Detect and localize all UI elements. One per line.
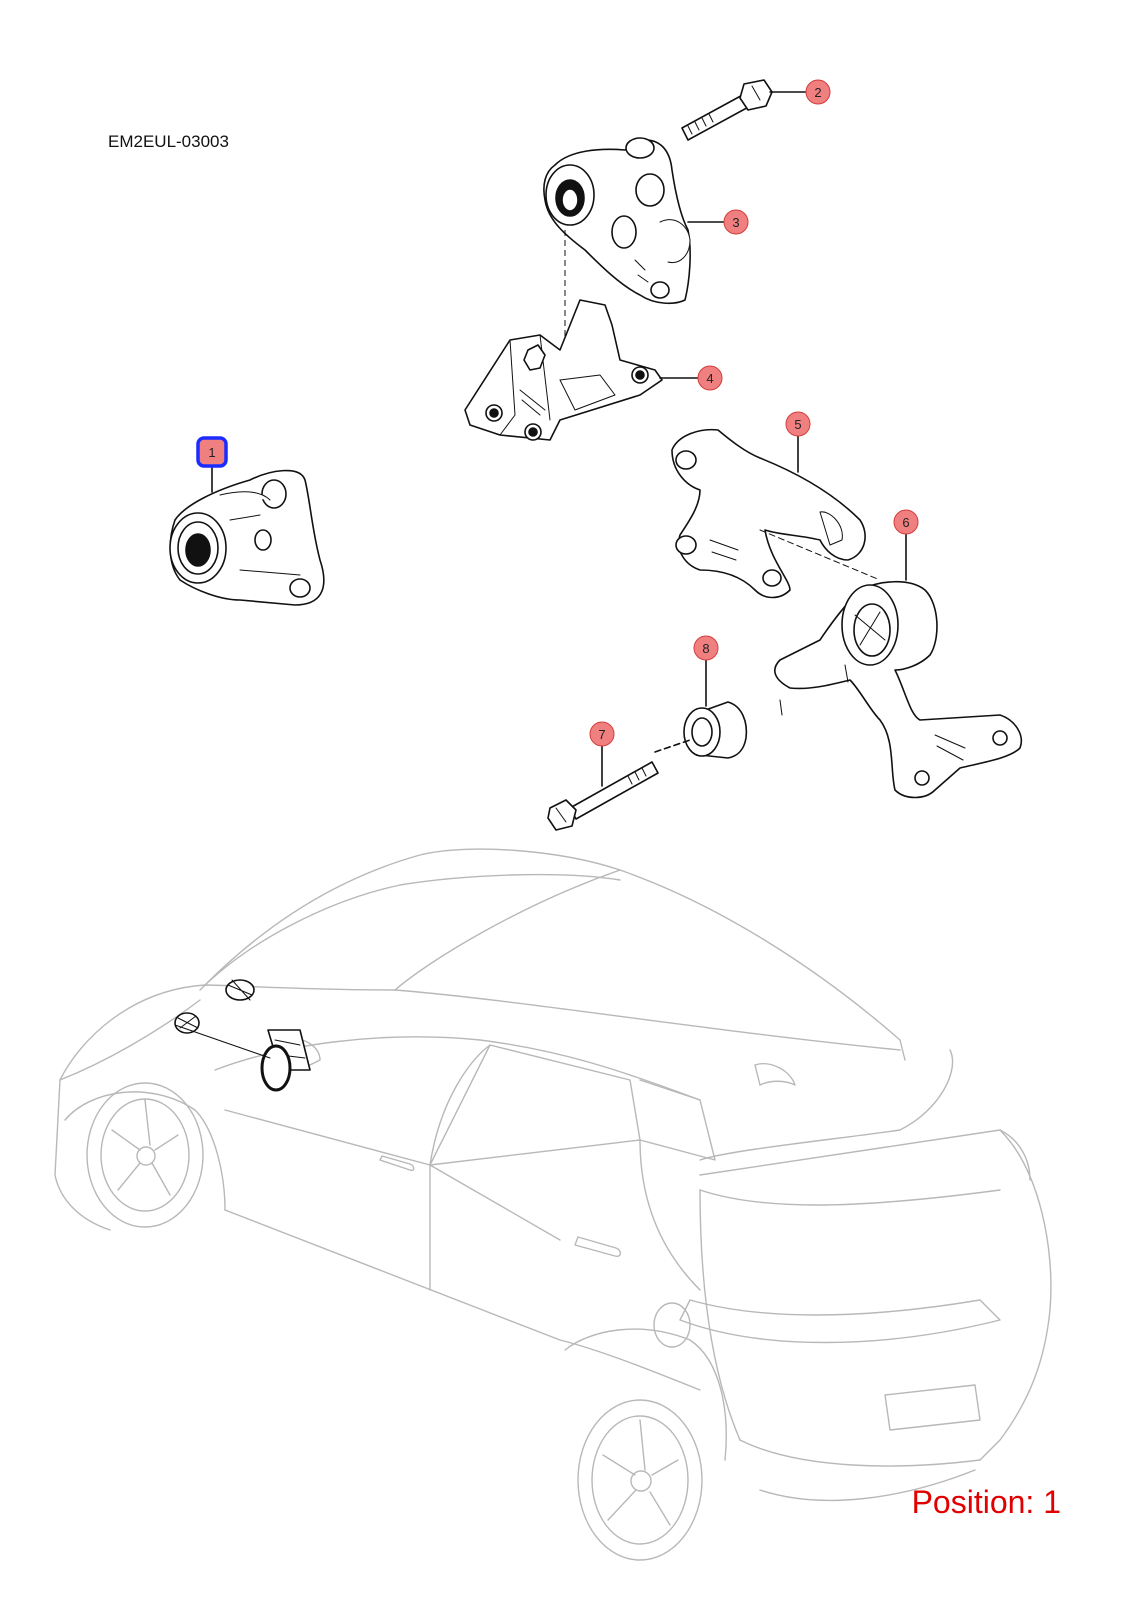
part-6-transmission-mount[interactable]	[774, 533, 1022, 799]
callout-2[interactable]: 2	[805, 79, 831, 105]
callout-number: 8	[702, 641, 709, 656]
part-1-engine-mount[interactable]	[169, 457, 325, 606]
callout-6[interactable]: 6	[893, 509, 919, 535]
callout-number: 2	[814, 85, 821, 100]
part-4-base-bracket[interactable]	[464, 299, 699, 441]
callout-4[interactable]: 4	[697, 365, 723, 391]
callout-number: 5	[794, 417, 801, 432]
position-label: Position: 1	[911, 1484, 1061, 1520]
callout-3[interactable]: 3	[723, 209, 749, 235]
diagram-code: EM2EUL-03003	[108, 132, 229, 151]
callout-1[interactable]: 1	[196, 436, 228, 468]
callout-number: 4	[706, 371, 713, 386]
part-8-bushing[interactable]	[654, 659, 748, 759]
part-2-bolt[interactable]	[681, 79, 807, 141]
part-3-mount-bracket[interactable]	[543, 137, 725, 305]
callout-8[interactable]: 8	[693, 635, 719, 661]
mount-locations-on-vehicle	[174, 979, 311, 1092]
callout-5[interactable]: 5	[785, 411, 811, 437]
callout-number: 3	[732, 215, 739, 230]
vehicle-outline	[54, 848, 1052, 1561]
callout-number: 7	[598, 727, 605, 742]
part-7-long-bolt[interactable]	[547, 745, 659, 831]
callout-number: 6	[902, 515, 909, 530]
part-5-arm-bracket[interactable]	[671, 428, 881, 599]
callout-number: 1	[208, 445, 215, 460]
callout-7[interactable]: 7	[589, 721, 615, 747]
